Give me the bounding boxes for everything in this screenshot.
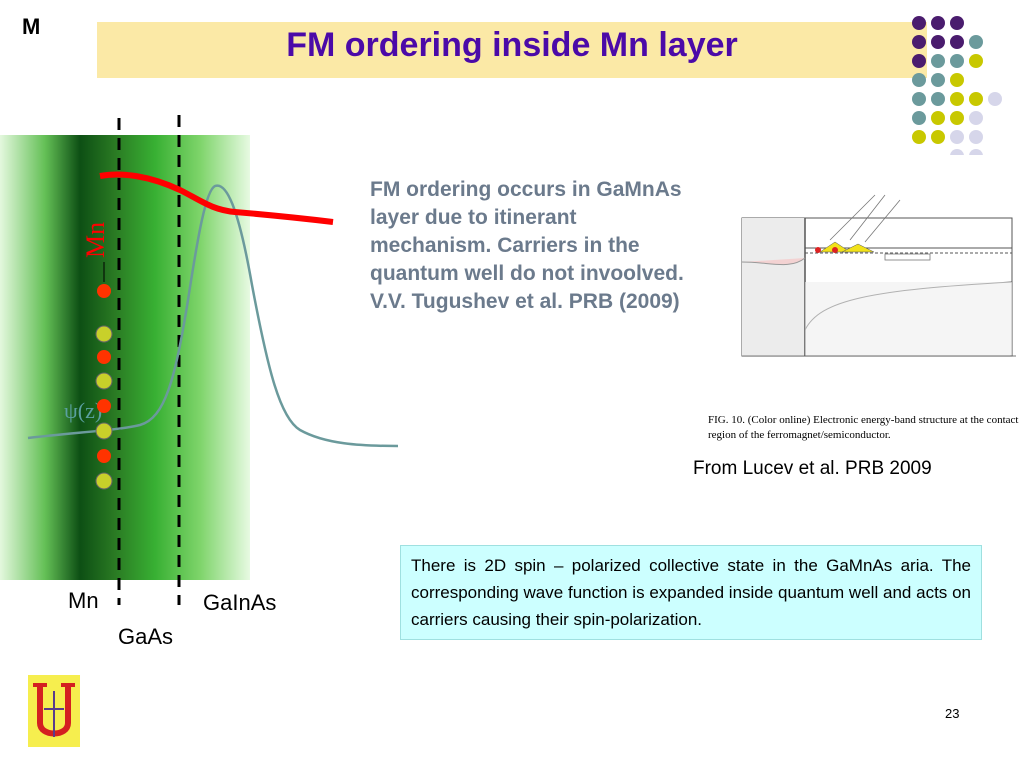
quantum-well-gradient	[0, 135, 250, 580]
wave-function-curve	[27, 184, 399, 448]
corner-letter: M	[22, 14, 41, 39]
title-bar	[97, 22, 927, 78]
mn-layer-label: Mn	[68, 588, 99, 613]
gaas-label: GaAs	[118, 624, 174, 649]
decorative-dot-grid	[912, 16, 1002, 155]
energy-band-figure	[741, 194, 1016, 357]
body-text: FM ordering occurs in GaMnAs layer due t…	[370, 178, 684, 313]
band-diagram: Mn ψ(z)	[27, 115, 399, 605]
note-box: There is 2D spin – polarized collective …	[400, 545, 982, 640]
figure-caption: FIG. 10. (Color online) Electronic energ…	[708, 414, 1019, 441]
red-energy-curve	[99, 171, 334, 225]
university-logo	[28, 675, 80, 747]
mn-atom-column	[95, 284, 113, 490]
slide-title: FM ordering inside Mn layer	[286, 26, 738, 64]
page-number: 23	[945, 706, 960, 721]
mn-vertical-label: Mn	[81, 222, 110, 258]
source-citation: From Lucev et al. PRB 2009	[693, 458, 932, 479]
psi-label: ψ(z)	[64, 398, 102, 423]
gainas-label: GaInAs	[203, 590, 277, 615]
